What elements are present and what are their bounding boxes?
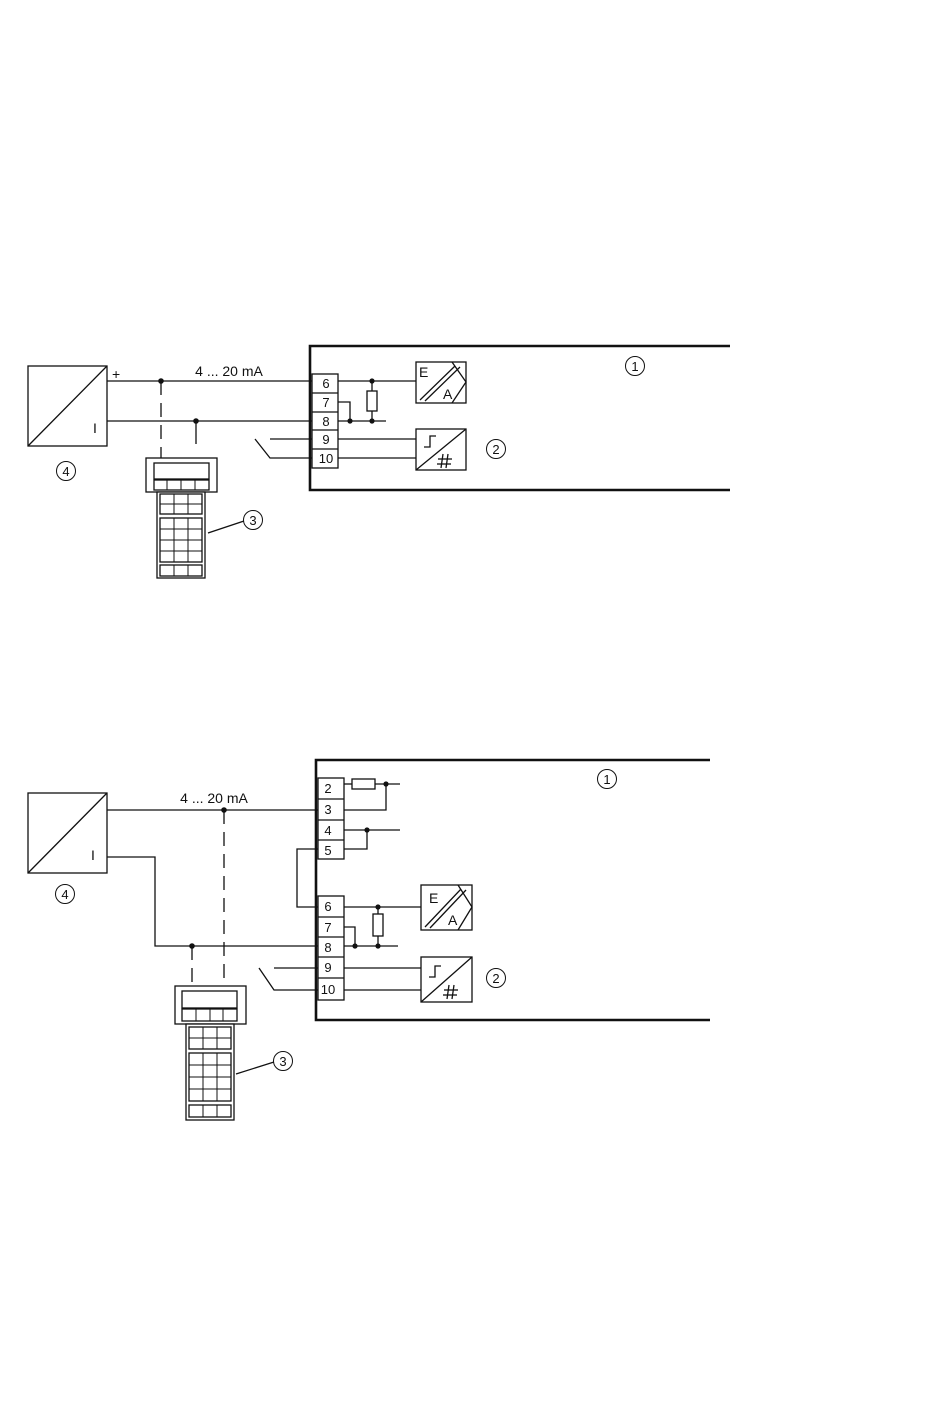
terminal-6: 6 xyxy=(324,899,331,914)
terminal-3: 3 xyxy=(324,802,331,817)
resistor-icon xyxy=(352,779,375,789)
current-label: 4 ... 20 mA xyxy=(195,363,263,379)
callout-3-top: 3 xyxy=(244,511,263,530)
device-housing-top xyxy=(310,346,730,490)
svg-text:1: 1 xyxy=(631,359,638,374)
transmitter-current-mark: I xyxy=(93,420,97,436)
callout-1-bottom: 1 xyxy=(598,770,617,789)
svg-text:3: 3 xyxy=(249,513,256,528)
terminal-7: 7 xyxy=(322,395,329,410)
svg-text:2: 2 xyxy=(492,442,499,457)
svg-text:4: 4 xyxy=(61,887,68,902)
terminal-block-lower: 6 7 8 9 10 xyxy=(318,896,344,1000)
terminal-8: 8 xyxy=(324,940,331,955)
terminal-7: 7 xyxy=(324,920,331,935)
hart-communicator-icon xyxy=(175,986,246,1120)
terminal-4: 4 xyxy=(324,823,331,838)
device-housing-bottom xyxy=(316,760,710,1020)
digital-converter-icon xyxy=(421,957,472,1002)
diagram-bottom: I 4 ... 20 mA 2 3 4 5 xyxy=(28,760,710,1120)
converter-letter-e: E xyxy=(429,890,438,906)
terminal-block-upper: 2 3 4 5 xyxy=(318,778,344,859)
callout-4-top: 4 xyxy=(57,462,76,481)
wire-minus xyxy=(107,857,318,946)
callout-4-bottom: 4 xyxy=(56,885,75,904)
diagram-top: I + 4 ... 20 mA 6 7 8 9 10 xyxy=(28,346,730,578)
terminal-9: 9 xyxy=(322,432,329,447)
terminal-10: 10 xyxy=(319,451,333,466)
terminal-2: 2 xyxy=(324,781,331,796)
terminal-block-top: 6 7 8 9 10 xyxy=(312,374,338,468)
resistor-icon xyxy=(373,914,383,936)
callout-2-bottom: 2 xyxy=(487,969,506,988)
terminal-10: 10 xyxy=(321,982,335,997)
plus-sign: + xyxy=(112,366,120,382)
terminal-5: 5 xyxy=(324,843,331,858)
terminal-8: 8 xyxy=(322,414,329,429)
terminal-6: 6 xyxy=(322,376,329,391)
digital-converter-icon xyxy=(416,429,466,470)
callout-2-top: 2 xyxy=(487,440,506,459)
svg-text:3: 3 xyxy=(279,1054,286,1069)
current-label: 4 ... 20 mA xyxy=(180,790,248,806)
svg-text:1: 1 xyxy=(603,772,610,787)
callout-1-top: 1 xyxy=(626,357,645,376)
svg-text:4: 4 xyxy=(62,464,69,479)
svg-text:2: 2 xyxy=(492,971,499,986)
hart-communicator-icon xyxy=(146,458,217,578)
transmitter-current-mark: I xyxy=(91,847,95,863)
transmitter-icon xyxy=(28,793,107,873)
resistor-icon xyxy=(367,391,377,411)
converter-letter-e: E xyxy=(419,364,428,380)
converter-letter-a: A xyxy=(443,386,453,402)
converter-letter-a: A xyxy=(448,912,458,928)
callout-3-bottom: 3 xyxy=(274,1052,293,1071)
terminal-9: 9 xyxy=(324,960,331,975)
